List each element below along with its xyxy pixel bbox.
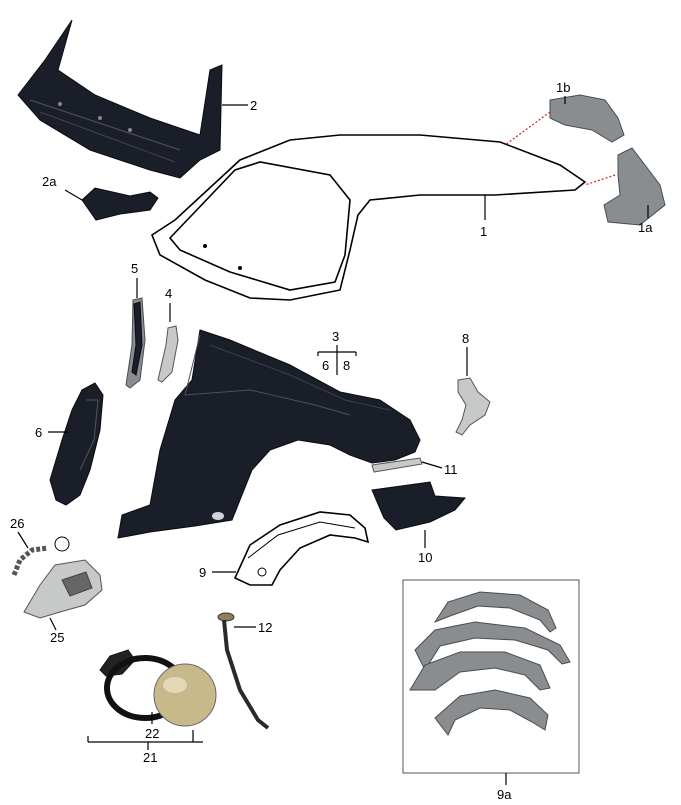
label-10: 10 [418, 550, 432, 565]
label-26: 26 [10, 516, 24, 531]
label-4: 4 [165, 286, 172, 301]
part-1-roof-outline [151, 134, 587, 301]
part-9a-photo-inset [402, 579, 580, 774]
part-2a-cowl-piece [81, 187, 159, 221]
label-11: 11 [444, 462, 458, 477]
part-3-quarter-panel [117, 329, 421, 539]
leader-25 [49, 617, 57, 631]
part-26-rim-bracket [11, 545, 49, 576]
label-9a: 9a [497, 787, 512, 802]
label-22: 22 [145, 726, 159, 741]
leader-1a-red [584, 174, 616, 186]
label-2: 2 [250, 98, 257, 113]
part-4-pillar-strip [157, 325, 179, 383]
part-1b-corner-panel [549, 94, 625, 143]
label-1a: 1a [638, 220, 653, 235]
label-21: 21 [143, 750, 157, 765]
label-3-6: 6 [322, 358, 329, 373]
label-3-8: 8 [343, 358, 350, 373]
label-1b: 1b [556, 80, 570, 95]
leader-1b-red [504, 111, 551, 146]
label-1: 1 [480, 224, 487, 239]
label-5: 5 [131, 261, 138, 276]
label-3: 3 [332, 329, 339, 344]
label-9: 9 [199, 565, 206, 580]
label-12: 12 [258, 620, 272, 635]
part-25-inner-wheelhouse [23, 559, 103, 619]
part-9-wheel-arch [233, 511, 370, 586]
leader-2a [64, 189, 83, 201]
part-8-bracket [455, 377, 491, 436]
label-8: 8 [462, 331, 469, 346]
part-2-windshield-frame [17, 19, 223, 179]
part-10-lower-panel [371, 481, 467, 531]
part-1a-corner-panel [603, 147, 666, 226]
leader-11 [421, 461, 443, 469]
label-25: 25 [50, 630, 64, 645]
part-5-pillar-trim [125, 297, 146, 389]
screw-cap-icon [54, 536, 70, 552]
part-11-strip [371, 457, 423, 473]
label-6: 6 [35, 425, 42, 440]
part-22-fuel-door-lid [153, 663, 217, 727]
part-12-filler-pipe [217, 612, 270, 730]
part-6-inner-panel [49, 382, 104, 506]
leader-26 [17, 531, 29, 549]
label-2a: 2a [42, 174, 57, 189]
